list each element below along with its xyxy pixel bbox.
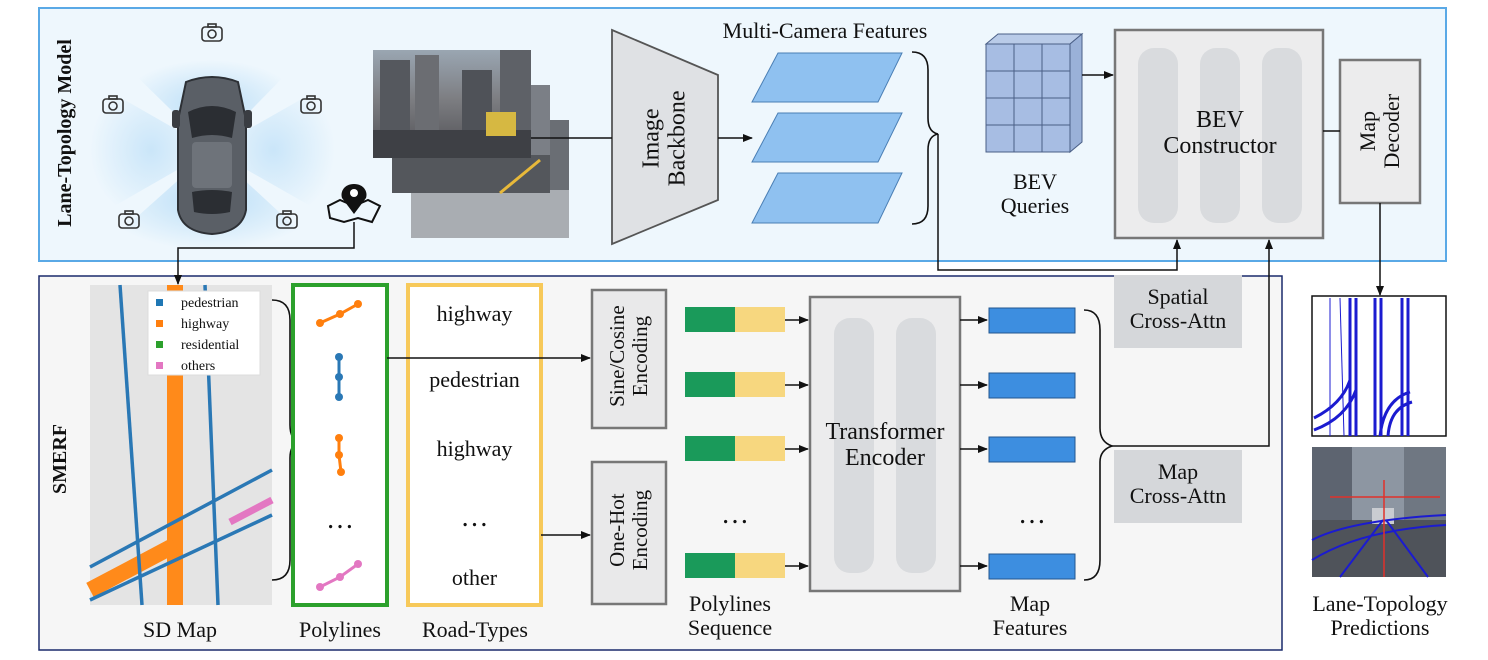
legend-residential: residential <box>181 338 240 353</box>
sine-cosine-line2: Encoding <box>628 315 652 397</box>
one-hot-line1: One-Hot <box>604 493 629 567</box>
polylines-sequence-line2: Sequence <box>687 614 773 640</box>
sine-cosine-line1: Sine/Cosine <box>604 305 629 407</box>
sequence-ellipsis: … <box>721 499 749 530</box>
polylines-sequence-line1: Polylines <box>689 591 771 616</box>
map-cross-attn-label: Map Cross-Attn <box>1114 460 1242 508</box>
map-decoder-label: Map Decoder <box>1354 71 1404 191</box>
road-type-3: … <box>460 502 489 533</box>
spatial-cross-attn-label: Spatial Cross-Attn <box>1114 285 1242 333</box>
one-hot-line2: Encoding <box>628 489 652 571</box>
map-cross-line2: Cross-Attn <box>1129 482 1227 508</box>
one-hot-box <box>590 460 668 606</box>
bev-queries-line1: BEV <box>1013 169 1057 194</box>
map-features-label: Map Features <box>970 592 1090 640</box>
sd-map <box>86 284 274 606</box>
road-type-1: pedestrian <box>429 367 520 392</box>
lane-topology-prediction-image <box>1311 447 1447 578</box>
bev-constructor-line1: BEV <box>1196 107 1244 133</box>
bev-constructor-label: BEV Constructor <box>1130 107 1310 160</box>
polylines-box <box>291 283 389 607</box>
map-decoder-line1: Map <box>1354 111 1380 152</box>
polyline-glyphs <box>316 300 362 591</box>
map-cross-line1: Map <box>1157 459 1199 484</box>
bev-constructor-line2: Constructor <box>1163 132 1277 159</box>
multi-camera-features <box>751 52 903 224</box>
image-backbone-label: Image Backbone <box>639 78 692 198</box>
spatial-line2: Cross-Attn <box>1129 307 1227 333</box>
bottom-section-title: SMERF <box>49 424 71 494</box>
legend-others: others <box>181 359 216 374</box>
map-decoder-box <box>1338 58 1422 205</box>
sd-map-label: SD Map <box>143 617 217 642</box>
road-type-4: other <box>451 565 498 590</box>
bev-queries-cube <box>984 32 1084 154</box>
map-decoder-line2: Decoder <box>1379 93 1404 169</box>
bev-queries-line2: Queries <box>1000 192 1070 218</box>
image-backbone-line1: Image <box>638 108 665 169</box>
polylines-ellipsis: … <box>326 504 354 535</box>
road-type-2: highway <box>436 436 513 461</box>
lane-topology-prediction-map <box>1311 295 1447 437</box>
road-types-label: Road-Types <box>422 617 528 642</box>
map-features-brace <box>1083 309 1115 581</box>
legend-highway: highway <box>181 317 230 332</box>
image-backbone <box>611 28 719 246</box>
road-types-box <box>406 283 543 607</box>
one-hot-label: One-Hot Encoding <box>604 465 652 595</box>
polylines-sequence <box>685 307 785 578</box>
map-features-line2: Features <box>992 614 1068 640</box>
predictions-label: Lane-Topology Predictions <box>1290 592 1470 640</box>
map-features <box>988 307 1076 580</box>
map-cross-attn-box <box>1114 450 1242 523</box>
polylines-sequence-label: Polylines Sequence <box>665 592 795 640</box>
spatial-line1: Spatial <box>1147 284 1209 309</box>
transformer-encoder-label: Transformer Encoder <box>805 419 965 472</box>
top-section-title: Lane-Topology Model <box>54 39 76 227</box>
sine-cosine-label: Sine/Cosine Encoding <box>604 291 652 421</box>
transformer-line2: Encoder <box>845 444 925 471</box>
road-type-0: highway <box>436 301 513 326</box>
polylines-label: Polylines <box>299 617 381 642</box>
sine-cosine-box <box>590 288 668 430</box>
transformer-line1: Transformer <box>825 419 945 445</box>
car-icon <box>90 60 335 250</box>
predictions-line1: Lane-Topology <box>1312 591 1448 616</box>
map-features-ellipsis: … <box>1018 499 1046 530</box>
spatial-cross-attn-box <box>1114 275 1242 348</box>
predictions-line2: Predictions <box>1330 614 1430 640</box>
multi-camera-features-label: Multi-Camera Features <box>722 18 928 43</box>
camera-icon <box>102 23 322 229</box>
map-features-line1: Map <box>1009 591 1051 616</box>
map-pin-icon <box>326 184 382 224</box>
camera-image-stack <box>373 50 569 238</box>
legend-pedestrian: pedestrian <box>181 296 239 311</box>
bev-queries-label: BEV Queries <box>980 170 1090 218</box>
image-backbone-line2: Backbone <box>665 90 691 187</box>
